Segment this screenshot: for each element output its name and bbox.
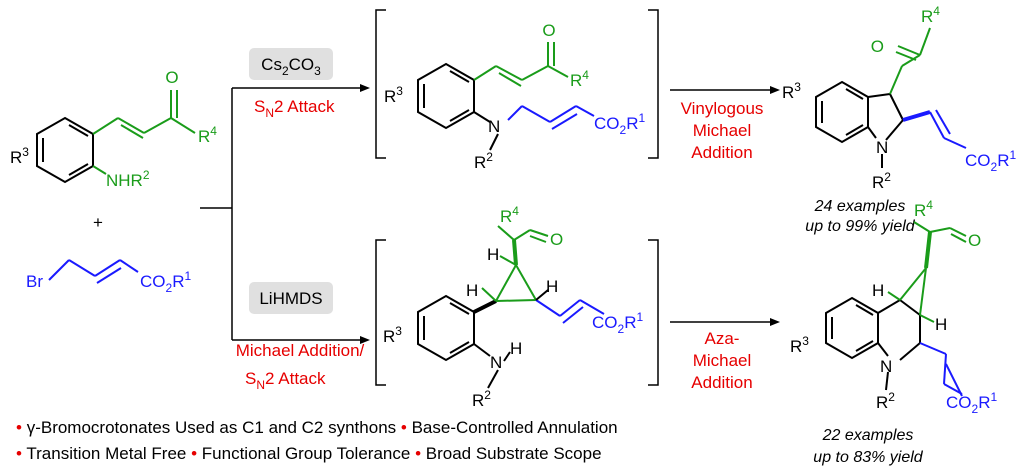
top-examples-count: 24 examples	[814, 198, 906, 215]
bottom-yield: up to 83% yield	[813, 449, 924, 466]
bottom-branch-arrowhead	[360, 336, 370, 344]
indoline-r4: R4	[921, 4, 940, 26]
quinoline-h2: H	[935, 315, 947, 334]
sn2-attack-label: SN2 Attack	[254, 97, 335, 120]
addition-label-top: Addition	[691, 143, 752, 162]
michael-addition-label: Michael Addition/	[236, 341, 365, 360]
top-intermediate-structure	[417, 42, 595, 151]
branch-lines	[200, 87, 362, 341]
quinoline-ester: CO2R1	[946, 390, 997, 416]
plus-sign: +	[93, 213, 103, 232]
starting-material-enone-aniline	[36, 90, 196, 184]
bottom-intermediate-r2: R2	[472, 388, 491, 410]
quinoline-h1: H	[872, 281, 884, 300]
addition-label-bottom: Addition	[691, 373, 752, 392]
quinoline-oxygen: O	[968, 231, 981, 250]
indoline-r2: R2	[872, 170, 891, 192]
bottom-intermediate-nh: H	[510, 339, 522, 358]
bottom-intermediate-nitrogen: N	[490, 353, 502, 372]
bromocrotonate-ester-label: CO2R1	[140, 269, 191, 295]
top-branch-arrowhead	[360, 84, 370, 92]
aza-label: Aza-	[705, 329, 740, 348]
highlights-line-1: • γ-Bromocrotonates Used as C1 and C2 sy…	[16, 418, 618, 437]
bottom-intermediate-h2: H	[466, 281, 478, 300]
bottom-intermediate-r3: R3	[383, 324, 402, 346]
sn2-attack-label-bottom: SN2 Attack	[245, 369, 326, 392]
bottom-intermediate-ester: CO2R1	[592, 310, 643, 336]
top-intermediate-brackets	[375, 9, 659, 159]
quinoline-r2: R2	[876, 390, 895, 412]
aniline-nhr2-label: NHR2	[106, 168, 150, 190]
bromocrotonate-chain	[48, 259, 139, 284]
bottom-intermediate-r4: R4	[500, 204, 519, 226]
top-intermediate-r4: R4	[570, 68, 589, 90]
aniline-r3-label: R3	[10, 145, 29, 167]
bottom-intermediate-oxygen: O	[550, 230, 563, 249]
indoline-r3: R3	[782, 80, 801, 102]
cyclopropaquinoline-product-structure	[825, 221, 967, 397]
michael-label-bottom: Michael	[693, 351, 752, 370]
top-intermediate-nitrogen: N	[488, 117, 500, 136]
quinoline-r4: R4	[914, 198, 933, 220]
top-yield: up to 99% yield	[805, 218, 916, 235]
bromine-label: Br	[26, 272, 43, 291]
top-intermediate-ester: CO2R1	[594, 111, 645, 137]
enone-r4-label: R4	[198, 124, 217, 146]
michael-label-top: Michael	[693, 121, 752, 140]
top-intermediate-r3: R3	[384, 84, 403, 106]
bottom-intermediate-h3: H	[546, 277, 558, 296]
cs2co3-reagent-label: Cs2CO3	[261, 55, 321, 78]
bottom-intermediate-h1: H	[487, 245, 499, 264]
top-intermediate-oxygen: O	[542, 21, 555, 40]
lihmds-reagent-box	[249, 282, 333, 314]
bottom-examples-count: 22 examples	[822, 427, 914, 444]
quinoline-nitrogen: N	[880, 357, 892, 376]
top-intermediate-r2: R2	[474, 150, 493, 172]
cs2co3-reagent-box	[249, 48, 333, 80]
indoline-product-structure	[815, 27, 967, 168]
bottom-intermediate-brackets	[375, 239, 659, 386]
bottom-cyclization-arrowhead	[770, 318, 780, 326]
indoline-nitrogen: N	[876, 138, 888, 157]
indoline-oxygen: O	[871, 37, 884, 56]
top-cyclization-arrowhead	[770, 86, 780, 94]
indoline-ester: CO2R1	[965, 148, 1016, 174]
lihmds-reagent-label: LiHMDS	[259, 289, 322, 308]
highlights-line-2: • Transition Metal Free • Functional Gro…	[16, 444, 602, 463]
bottom-intermediate-structure	[417, 225, 605, 389]
quinoline-r3: R3	[790, 334, 809, 356]
enone-oxygen-label: O	[165, 68, 178, 87]
vinylogous-label: Vinylogous	[681, 99, 764, 118]
